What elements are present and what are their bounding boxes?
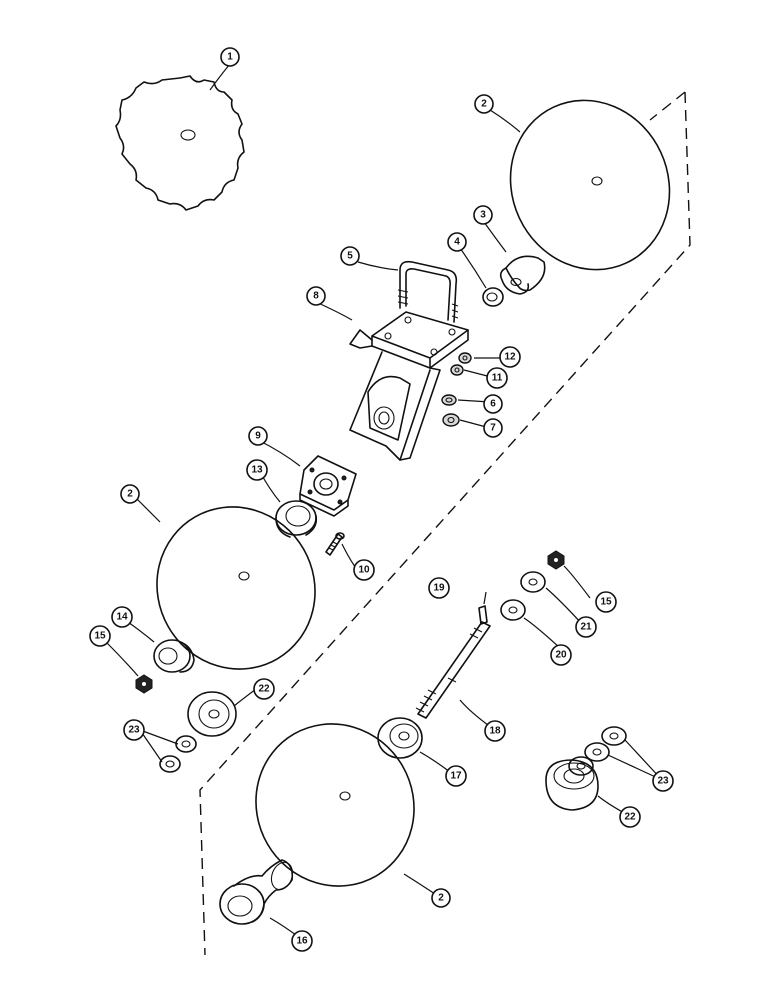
- callout-16: 16: [291, 930, 313, 952]
- disc-blade-bottom: [255, 723, 415, 887]
- spool-left: [153, 639, 195, 673]
- callout-4: 4: [447, 232, 467, 252]
- washer-21: [520, 571, 546, 593]
- washer-left-upper: [175, 735, 197, 753]
- callout-2-top: 2: [474, 94, 494, 114]
- lock-washer: [441, 394, 457, 406]
- callouts: 1 2 2 2 3 4 5 6 7 8 9 10 11 12 13 14 15 …: [89, 47, 674, 952]
- mounting-bracket: [349, 311, 469, 461]
- svg-text:8: 8: [313, 291, 319, 302]
- callout-2-bottom: 2: [431, 888, 451, 908]
- callout-15-left: 15: [89, 625, 111, 647]
- svg-text:14: 14: [116, 612, 128, 623]
- notched-disc: [115, 75, 245, 211]
- svg-text:18: 18: [489, 726, 501, 737]
- bushing: [482, 287, 504, 307]
- svg-text:2: 2: [481, 99, 487, 110]
- callout-11: 11: [486, 367, 508, 389]
- callout-21: 21: [575, 616, 597, 638]
- bearing-cap-right: [545, 759, 599, 811]
- callout-23-right: 23: [652, 770, 674, 792]
- disc-blade-middle: [156, 506, 316, 670]
- svg-text:1: 1: [227, 52, 233, 63]
- spacer: [275, 500, 318, 538]
- leader-lines: [105, 63, 663, 939]
- assembly-boundary: [199, 91, 691, 956]
- axle-shaft: [415, 621, 491, 719]
- castle-nut-right: [547, 550, 565, 570]
- svg-text:23: 23: [657, 776, 669, 787]
- callout-23-left: 23: [123, 719, 145, 741]
- callout-10: 10: [353, 559, 375, 581]
- bearing-cup: [377, 717, 423, 759]
- washer-left-lower: [159, 755, 181, 773]
- washer-right-lower: [568, 756, 594, 776]
- callout-20: 20: [550, 644, 572, 666]
- svg-text:22: 22: [258, 684, 270, 695]
- svg-text:22: 22: [624, 812, 636, 823]
- small-washer: [450, 364, 464, 376]
- callout-3: 3: [473, 205, 493, 225]
- small-nut: [458, 352, 472, 364]
- svg-text:5: 5: [347, 251, 353, 262]
- callout-1: 1: [220, 47, 240, 67]
- callout-2-middle: 2: [120, 484, 140, 504]
- castle-nut-left: [135, 674, 153, 694]
- disc-blade-top: [509, 99, 671, 271]
- svg-text:6: 6: [490, 399, 496, 410]
- svg-text:2: 2: [438, 893, 444, 904]
- svg-text:21: 21: [580, 622, 592, 633]
- svg-text:2: 2: [127, 489, 133, 500]
- callout-19: 19: [428, 577, 450, 599]
- callout-5: 5: [340, 246, 360, 266]
- callout-14: 14: [111, 606, 133, 628]
- washer-right-upper: [601, 726, 627, 746]
- spool-bottom: [219, 859, 294, 925]
- washer-20: [500, 599, 526, 621]
- svg-text:4: 4: [454, 237, 460, 248]
- svg-text:19: 19: [433, 583, 445, 594]
- svg-text:11: 11: [492, 373, 503, 384]
- svg-text:23: 23: [128, 725, 140, 736]
- washer-right-middle: [584, 742, 610, 762]
- svg-text:15: 15: [94, 631, 106, 642]
- svg-text:3: 3: [480, 210, 486, 221]
- svg-text:13: 13: [251, 465, 263, 476]
- svg-text:16: 16: [296, 936, 308, 947]
- callout-13: 13: [246, 459, 268, 481]
- callout-12: 12: [499, 346, 521, 368]
- cotter-pin: [478, 605, 488, 625]
- callout-7: 7: [483, 418, 503, 438]
- svg-text:15: 15: [600, 597, 612, 608]
- svg-text:12: 12: [504, 352, 516, 363]
- hex-nut: [442, 413, 460, 427]
- svg-text:20: 20: [555, 650, 567, 661]
- bolt: [325, 532, 345, 556]
- svg-text:9: 9: [255, 431, 261, 442]
- callout-18: 18: [484, 720, 506, 742]
- bearing-cap-left: [187, 691, 237, 737]
- u-bolt: [397, 260, 459, 323]
- callout-22-right: 22: [619, 806, 641, 828]
- callout-8: 8: [306, 286, 326, 306]
- callout-6: 6: [483, 394, 503, 414]
- callout-9: 9: [248, 426, 268, 446]
- callout-17: 17: [445, 765, 467, 787]
- svg-text:7: 7: [490, 423, 496, 434]
- callout-22-left: 22: [253, 678, 275, 700]
- flange-bearing: [299, 455, 357, 517]
- callout-15-right: 15: [595, 591, 617, 613]
- svg-text:17: 17: [450, 771, 462, 782]
- svg-text:10: 10: [358, 565, 370, 576]
- spool: [499, 255, 546, 295]
